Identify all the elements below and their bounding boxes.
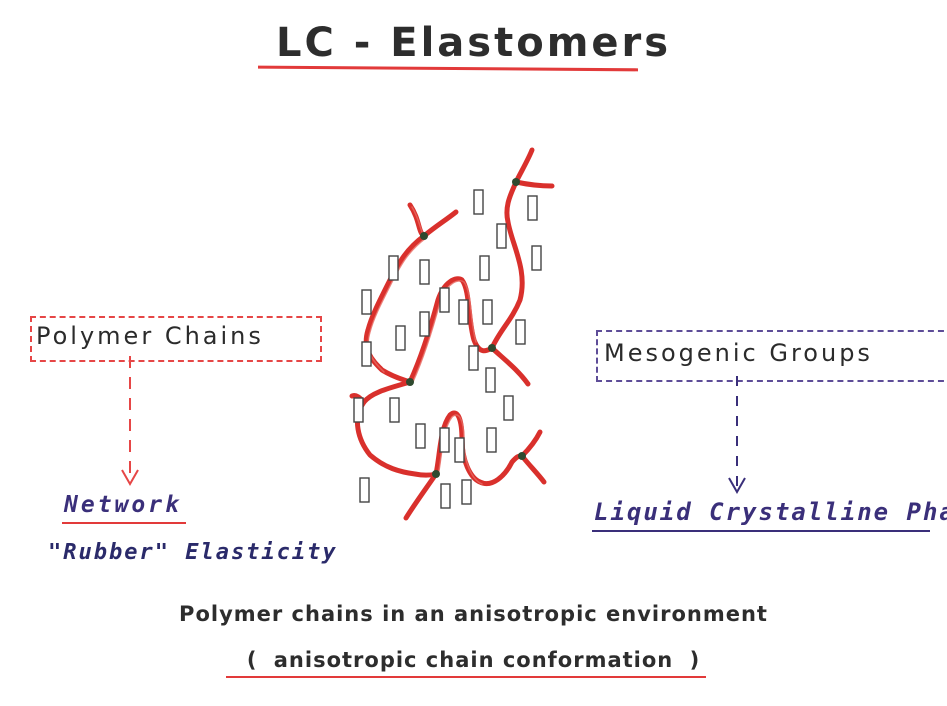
mesogen-rod [415, 423, 426, 449]
caption-open-paren: ( [246, 648, 258, 672]
chain-3 [407, 179, 525, 385]
caption-underline [226, 676, 706, 678]
mesogen-rod [503, 395, 514, 421]
crosslink-dot [488, 344, 496, 352]
mesogen-rod [458, 299, 469, 325]
network-label: Network [64, 492, 182, 518]
lc-phase-label: Liquid Crystalline Phase [594, 498, 947, 526]
chain-7 [354, 379, 439, 478]
mesogen-rods [353, 189, 542, 509]
caption-close-paren: ) [689, 648, 701, 672]
caption-line-1: Polymer chains in an anisotropic environ… [179, 602, 768, 626]
chain-6 [489, 345, 531, 387]
mesogen-rod [485, 367, 496, 393]
mesogen-rod [486, 427, 497, 453]
mesogen-rod [419, 259, 430, 285]
mesogen-rod [439, 427, 450, 453]
polymer-chains-label: Polymer Chains [36, 322, 264, 350]
mesogen-arrow [728, 376, 746, 495]
mesogen-rod [454, 437, 465, 463]
chain-8 [433, 410, 525, 486]
caption-conformation-text: anisotropic chain conformation [273, 648, 674, 672]
mesogen-rod [388, 255, 399, 281]
mesogen-rod [482, 299, 493, 325]
mesogen-rod [440, 483, 451, 509]
crosslink-dot [432, 470, 440, 478]
mesogen-rod [395, 325, 406, 351]
crosslink-dot [406, 378, 414, 386]
mesogen-rod [361, 341, 372, 367]
crosslink-dot [518, 452, 526, 460]
chain-2 [421, 209, 459, 239]
mesogenic-groups-box: Mesogenic Groups [596, 330, 947, 382]
chain-10 [519, 453, 547, 485]
mesogenic-groups-label: Mesogenic Groups [604, 339, 873, 367]
network-underline [62, 522, 186, 524]
caption-line-2: ( anisotropic chain conformation ) [0, 648, 947, 672]
chain-5 [513, 179, 555, 189]
mesogen-rod [389, 397, 400, 423]
mesogen-rod [479, 255, 490, 281]
mesogen-rod [527, 195, 538, 221]
crosslink-dot [420, 232, 428, 240]
mesogen-rod [468, 345, 479, 371]
mesogen-rod [361, 289, 372, 315]
lc-phase-underline [592, 530, 930, 532]
chain-1 [363, 202, 427, 385]
mesogen-rod [419, 311, 430, 337]
mesogen-rod [496, 223, 507, 249]
crosslink-dot [512, 178, 520, 186]
mesogen-rod [461, 479, 472, 505]
crosslink-points [406, 178, 526, 478]
mesogen-rod [531, 245, 542, 271]
chain-9 [519, 429, 543, 459]
mesogen-rod [439, 287, 450, 313]
polymer-chains-box: Polymer Chains [30, 316, 322, 362]
chain-11 [403, 471, 439, 521]
mesogen-rod [515, 319, 526, 345]
rubber-elasticity-label: "Rubber" Elasticity [48, 540, 338, 565]
page-title: LC - Elastomers [275, 20, 672, 66]
polymer-arrow [121, 356, 139, 487]
mesogen-rod [353, 397, 364, 423]
mesogen-rod [473, 189, 484, 215]
mesogen-rod [359, 477, 370, 503]
chain-4 [513, 147, 535, 185]
